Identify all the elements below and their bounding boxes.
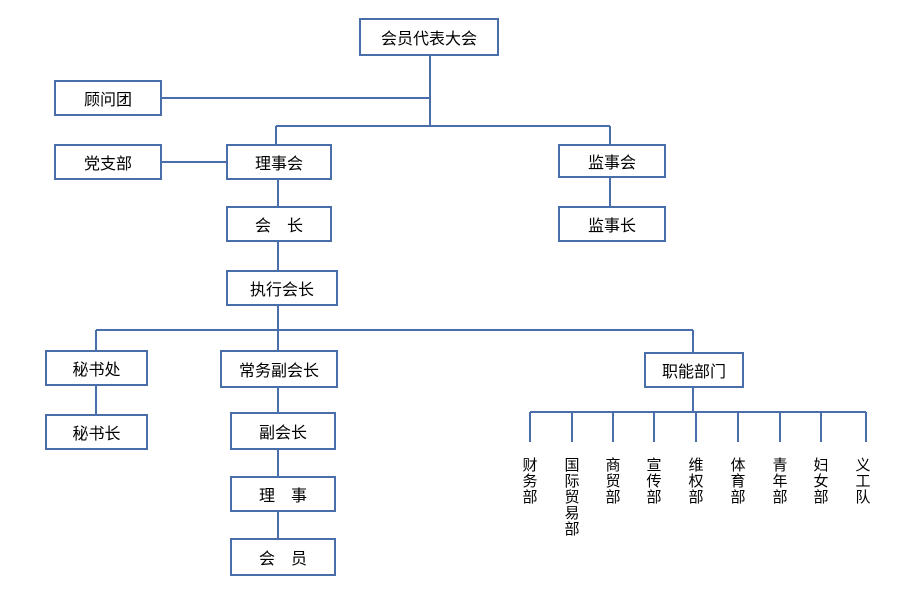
dept-label: 商贸部 <box>605 456 621 506</box>
node-supervisory: 监事会 <box>558 144 666 178</box>
dept-label: 体育部 <box>730 456 746 506</box>
node-council: 理事会 <box>226 144 332 180</box>
dept-label: 财务部 <box>522 456 538 506</box>
node-functional: 职能部门 <box>644 352 744 388</box>
node-director: 理 事 <box>230 476 336 512</box>
dept-label: 妇女部 <box>813 456 829 506</box>
node-vp: 副会长 <box>230 412 336 450</box>
node-party: 党支部 <box>54 144 162 180</box>
node-advisory: 顾问团 <box>54 80 162 116</box>
node-chief-supervisor: 监事长 <box>558 206 666 242</box>
dept-label: 国际贸易部 <box>564 456 580 538</box>
node-member: 会 员 <box>230 538 336 576</box>
node-assembly: 会员代表大会 <box>359 18 499 56</box>
node-secretariat: 秘书处 <box>45 350 148 386</box>
node-secretary-general: 秘书长 <box>45 414 148 450</box>
node-exec-president: 执行会长 <box>226 270 338 306</box>
node-standing-vp: 常务副会长 <box>220 350 338 388</box>
dept-label: 宣传部 <box>646 456 662 506</box>
dept-label: 青年部 <box>772 456 788 506</box>
node-president: 会 长 <box>226 206 332 242</box>
dept-label: 维权部 <box>688 456 704 506</box>
dept-label: 义工队 <box>855 456 871 506</box>
